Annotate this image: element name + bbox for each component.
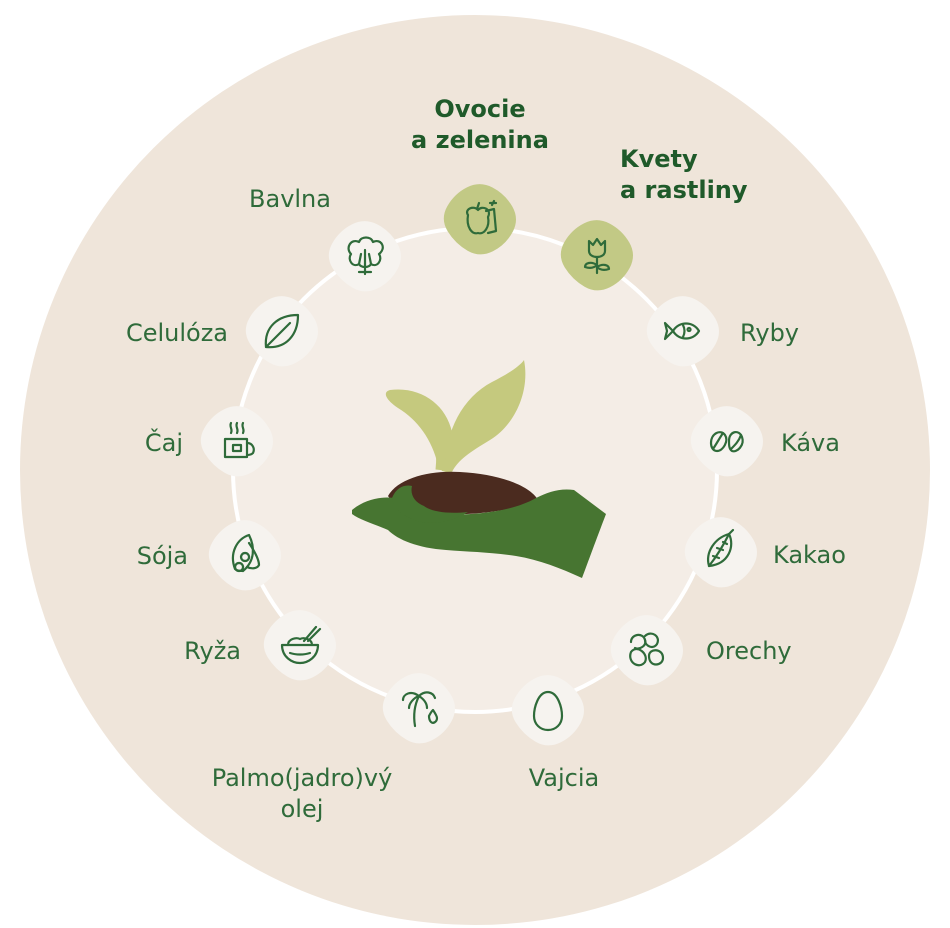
category-label-ryby: Ryby bbox=[740, 318, 799, 349]
category-label-caj: Čaj bbox=[0, 428, 183, 459]
category-label-ryza: Ryža bbox=[0, 636, 241, 667]
inner-background-circle bbox=[233, 228, 717, 712]
category-label-kakao: Kakao bbox=[773, 540, 846, 571]
category-label-orechy: Orechy bbox=[706, 636, 792, 667]
category-label-line: Ryby bbox=[740, 319, 800, 347]
fruit-vegetable-icon bbox=[466, 199, 498, 235]
icon-blob-orechy bbox=[610, 615, 684, 686]
soy-pod-icon bbox=[231, 533, 261, 573]
egg-icon bbox=[532, 690, 564, 732]
category-node-ryza bbox=[263, 610, 337, 681]
category-label-kava: Káva bbox=[781, 428, 840, 459]
category-label-line: Palmo(jadro)vý bbox=[211, 764, 393, 792]
category-node-bavlna bbox=[328, 221, 402, 292]
soil-mound bbox=[388, 471, 538, 515]
category-label-line: Káva bbox=[781, 429, 840, 457]
leaf-icon bbox=[264, 313, 300, 349]
category-label-line: Orechy bbox=[706, 637, 792, 665]
category-node-kakao bbox=[684, 517, 758, 588]
category-label-ovocie: Ovocie a zelenina bbox=[330, 94, 630, 156]
icon-blob-caj bbox=[200, 406, 274, 477]
category-label-soja: Sója bbox=[0, 541, 188, 572]
flower-icon bbox=[583, 237, 611, 275]
coffee-bean-icon bbox=[709, 431, 744, 453]
category-label-palmovy: Palmo(jadro)vý olej bbox=[152, 763, 452, 825]
category-node-orechy bbox=[610, 615, 684, 686]
category-label-line: Kakao bbox=[773, 541, 846, 569]
hand-holding-seedling-illustration bbox=[352, 360, 606, 578]
rice-bowl-icon bbox=[280, 625, 322, 665]
category-label-line: Ovocie bbox=[434, 95, 526, 123]
category-label-line: Čaj bbox=[144, 429, 183, 457]
palm-oil-icon bbox=[401, 691, 439, 728]
category-label-line: a zelenina bbox=[411, 126, 549, 154]
category-label-kvety: Kvety a rastliny bbox=[620, 144, 748, 206]
category-label-line: Kvety bbox=[620, 145, 698, 173]
category-label-line: Bavlna bbox=[249, 185, 331, 213]
seedling-stem bbox=[427, 414, 489, 474]
category-node-caj bbox=[200, 406, 274, 477]
icon-blob-kvety bbox=[560, 220, 634, 291]
category-icon-layer bbox=[200, 184, 764, 746]
category-label-vajcia: Vajcia bbox=[414, 763, 714, 794]
icon-blob-palmovy bbox=[382, 673, 456, 744]
icon-blob-vajcia bbox=[511, 675, 585, 746]
category-node-vajcia bbox=[511, 675, 585, 746]
category-node-soja bbox=[208, 520, 282, 591]
cocoa-pod-icon bbox=[707, 528, 735, 568]
icon-blob-ovocie bbox=[443, 184, 517, 255]
category-node-ovocie bbox=[443, 184, 517, 255]
cotton-icon bbox=[347, 236, 384, 276]
icon-blob-kakao bbox=[684, 517, 758, 588]
category-label-line: Vajcia bbox=[528, 764, 600, 792]
category-node-kava bbox=[690, 406, 764, 477]
tea-cup-icon bbox=[223, 421, 255, 459]
icon-blob-ryby bbox=[646, 296, 720, 367]
icon-blob-soja bbox=[208, 520, 282, 591]
category-label-celuloza: Celulóza bbox=[0, 318, 228, 349]
category-label-line: Sója bbox=[136, 542, 188, 570]
thumb-shape bbox=[392, 485, 468, 523]
category-label-line: a rastliny bbox=[620, 176, 748, 204]
category-node-palmovy bbox=[382, 673, 456, 744]
category-label-line: Celulóza bbox=[125, 319, 228, 347]
category-node-ryby bbox=[646, 296, 720, 367]
category-node-kvety bbox=[560, 220, 634, 291]
category-node-celuloza bbox=[245, 296, 319, 367]
nuts-icon bbox=[629, 632, 665, 667]
category-label-line: olej bbox=[280, 795, 324, 823]
category-label-line: Ryža bbox=[184, 637, 241, 665]
fish-icon bbox=[663, 321, 701, 341]
category-label-bavlna: Bavlna bbox=[140, 184, 440, 215]
